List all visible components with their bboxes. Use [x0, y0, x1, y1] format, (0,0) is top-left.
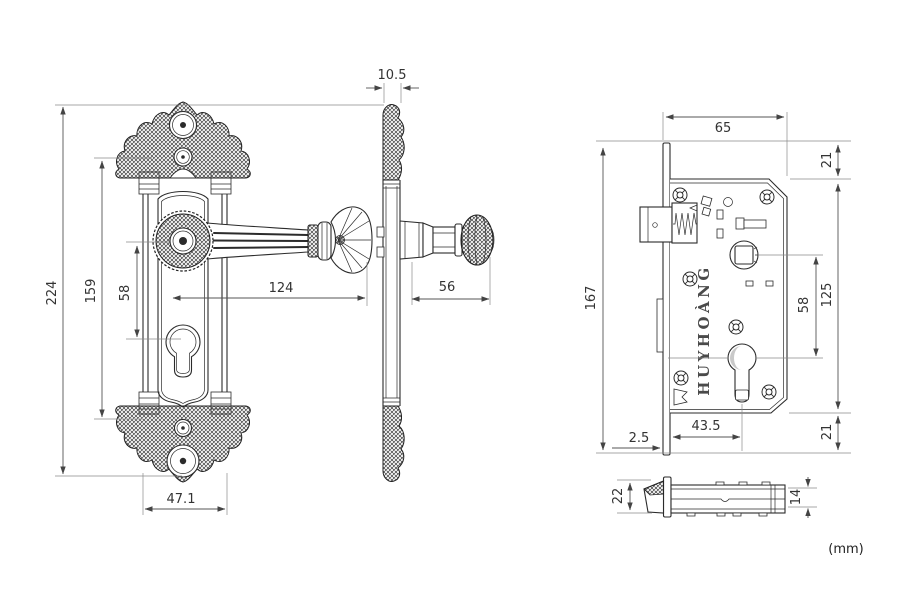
latch-bolt-detail-drawing: 22 14: [611, 476, 817, 518]
euro-cylinder-hole: [727, 343, 757, 403]
spindle-hub: [729, 240, 759, 270]
handle-side: [399, 214, 495, 266]
lock-dimensions: 65 21 125 21 58 167 43.5 2.5: [584, 112, 851, 454]
unit-note: (mm): [828, 542, 863, 557]
plate-top-ornament: [115, 101, 251, 179]
dim-label-latch-bolt-height: 14: [789, 489, 804, 506]
lock-internal-parts: [672, 187, 777, 406]
dim-label-latch-faceplate-height: 22: [611, 488, 626, 505]
dim-label-plate-width: 47.1: [167, 492, 196, 507]
dim-label-case-height: 125: [820, 283, 835, 308]
dim-label-plate-thickness: 10.5: [378, 68, 407, 83]
plate-pilasters: [138, 171, 232, 415]
dim-label-backset: 43.5: [692, 419, 721, 434]
side-plate: [376, 104, 405, 482]
front-view-drawing: 224 159 58 124 47.1: [45, 101, 384, 515]
dim-label-handle-length: 124: [269, 281, 294, 296]
dim-label-case-width: 65: [715, 121, 732, 136]
lock-brand-text: HUYHOÀNG: [695, 264, 713, 395]
lock-body-drawing: HUYHOÀNG 65 21 125 21 58 167 43.5 2.5: [584, 112, 851, 456]
dim-label-lock-height: 167: [584, 286, 599, 311]
plate-inner-panel: [157, 190, 209, 408]
dim-label-bottom-offset: 21: [820, 424, 835, 441]
side-view-drawing: 10.5 56: [366, 68, 495, 482]
euro-keyhole-front: [165, 324, 201, 378]
dim-label-handle-to-keyhole: 58: [118, 285, 133, 302]
dim-label-top-offset: 21: [820, 152, 835, 169]
dim-label-faceplate-thickness: 2.5: [629, 431, 650, 446]
dim-label-handle-projection: 56: [439, 280, 456, 295]
side-dimensions: 10.5 56: [366, 68, 491, 305]
dim-label-plate-height: 224: [45, 281, 60, 306]
latch-dimensions: 22 14: [611, 477, 817, 518]
dim-label-screw-span: 159: [84, 279, 99, 304]
lock-case: [656, 142, 788, 456]
lever-handle-front: [152, 206, 373, 274]
plate-bottom-ornament: [115, 405, 251, 483]
latch-bolt-and-spring: [639, 202, 698, 244]
front-dimensions: 224 159 58 124 47.1: [45, 104, 384, 515]
dim-label-spindle-to-cylinder: 58: [797, 297, 812, 314]
